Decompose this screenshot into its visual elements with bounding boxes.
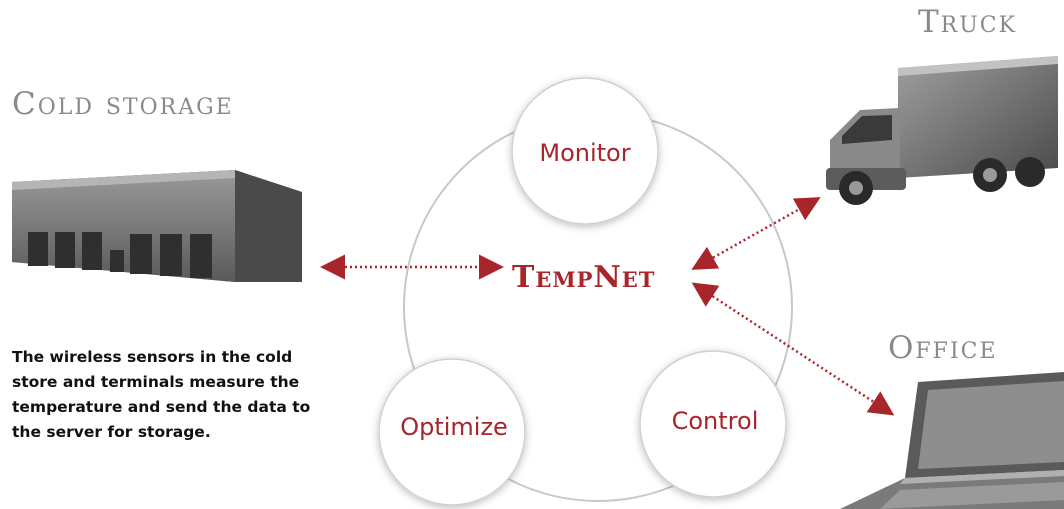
monitor-label: Monitor [539, 139, 631, 167]
tempnet-title: TempNet [512, 260, 656, 295]
truck-icon [826, 56, 1058, 205]
arrow-office [691, 282, 895, 416]
truck-label: Truck [918, 4, 1018, 40]
laptop-icon [840, 372, 1064, 509]
optimize-node [378, 358, 526, 506]
description-text: The wireless sensors in the cold store a… [12, 348, 311, 441]
monitor-node [511, 77, 659, 225]
arrow-truck [691, 197, 821, 270]
cold-storage-label: Cold storage [12, 86, 234, 122]
warehouse-icon [12, 170, 302, 282]
office-label: Office [888, 330, 998, 366]
optimize-label: Optimize [400, 413, 508, 441]
control-label: Control [671, 407, 759, 435]
